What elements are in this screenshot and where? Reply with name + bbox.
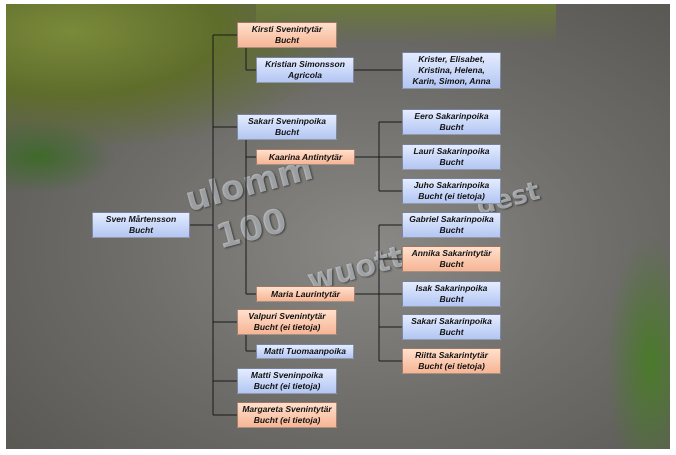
person-valpuri-svenintytar: Valpuri Svenintytär Bucht (ei tietoja): [237, 309, 337, 335]
person-sven-martensson-bucht: Sven Mårtensson Bucht: [92, 212, 190, 238]
plant-left: [6, 119, 116, 194]
person-maria-laurintytar: Maria Laurintytär: [256, 286, 355, 302]
person-margareta-svenintytar: Margareta Svenintytär Bucht (ei tietoja): [237, 402, 337, 428]
person-isak-sakarinpoika: Isak Sakarinpoika Bucht: [402, 281, 501, 307]
person-annika-sakarintytar: Annika Sakarintytär Bucht: [402, 246, 501, 272]
person-lauri-sakarinpoika: Lauri Sakarinpoika Bucht: [402, 144, 501, 170]
person-sakari-sveninpoika: Sakari Sveninpoika Bucht: [237, 114, 337, 140]
person-gabriel-sakarinpoika: Gabriel Sakarinpoika Bucht: [402, 212, 501, 238]
person-eero-sakarinpoika: Eero Sakarinpoika Bucht: [402, 109, 501, 135]
person-matti-sveninpoika: Matti Sveninpoika Bucht (ei tietoja): [237, 368, 337, 394]
person-sakari-sakarinpoika: Sakari Sakarinpoika Bucht: [402, 314, 501, 340]
person-kristian-simonsson-agricola: Kristian Simonsson Agricola: [256, 57, 354, 83]
family-tree-connectors: [190, 34, 402, 416]
person-kaarina-antintytar: Kaarina Antintytär: [256, 149, 355, 165]
person-matti-tuomaanpoika: Matti Tuomaanpoika: [256, 344, 354, 359]
person-riitta-sakarintytar: Riitta Sakarintytär Bucht (ei tietoja): [402, 348, 501, 374]
plant-right: [606, 234, 670, 449]
person-kirsti-svenintytar: Kirsti Svenintytär Bucht: [237, 22, 337, 48]
children-of-kirsti: Krister, Elisabet, Kristina, Helena, Kar…: [402, 52, 501, 89]
person-juho-sakarinpoika: Juho Sakarinpoika Bucht (ei tietoja): [402, 178, 501, 204]
photo-background: ulomm 100 wuotta dest: [6, 4, 670, 449]
